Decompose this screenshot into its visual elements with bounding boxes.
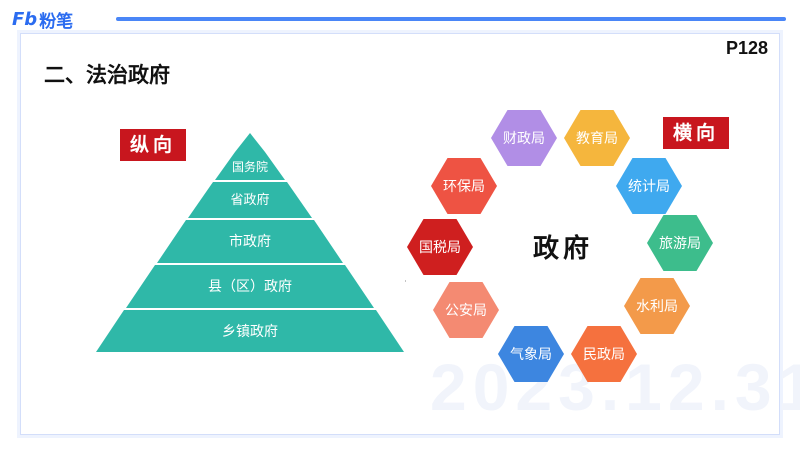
pyramid-level-5-block — [96, 310, 404, 352]
department-label: 民政局 — [583, 347, 625, 363]
department-label: 环保局 — [443, 179, 485, 195]
department-label: 旅游局 — [659, 236, 701, 252]
department-label: 教育局 — [576, 131, 618, 147]
stray-mark: ˙ — [403, 280, 408, 291]
pyramid-level-5-label: 乡镇政府 — [222, 324, 278, 340]
department-label: 气象局 — [510, 347, 552, 363]
hexagon-1 — [491, 110, 557, 166]
department-label: 财政局 — [503, 131, 545, 147]
hexagon-2 — [564, 110, 630, 166]
hexagon-8 — [433, 282, 499, 338]
hexagon-9 — [407, 219, 473, 275]
pyramid-level-2-block — [188, 182, 312, 218]
department-label: 公安局 — [445, 303, 487, 319]
horizontal-tag: 横向 — [663, 117, 730, 149]
vertical-pyramid: 国务院 省政府 市政府 县（区）政府 乡镇政府 — [96, 133, 404, 352]
department-label: 国税局 — [419, 240, 461, 256]
pyramid-level-1-block — [215, 152, 285, 180]
vertical-tag: 纵向 — [120, 129, 187, 161]
pyramid-level-1-label: 国务院 — [232, 159, 268, 174]
department-label: 水利局 — [636, 299, 678, 315]
brand-logo: Fb 粉笔 — [12, 8, 74, 32]
hexagon-7 — [498, 326, 564, 382]
hexagon-10 — [431, 158, 497, 214]
pyramid-level-4-label: 县（区）政府 — [208, 279, 292, 295]
pyramid-level-2-label: 省政府 — [230, 193, 269, 208]
hexagon-4 — [647, 215, 713, 271]
center-label: 政府 — [533, 233, 593, 264]
pyramid-level-1-shape — [235, 133, 265, 152]
pyramid-level-3-label: 市政府 — [229, 233, 271, 250]
section-title: 二、法治政府 — [44, 63, 170, 87]
hexagon-3 — [616, 158, 682, 214]
pyramid-level-4-block — [126, 265, 374, 308]
pyramid-level-3-block — [157, 220, 343, 263]
department-label: 统计局 — [628, 179, 670, 195]
slide-frame — [20, 33, 780, 435]
header-divider — [116, 17, 786, 21]
brand-name: 粉笔 — [39, 11, 74, 32]
hexagon-6 — [571, 326, 637, 382]
hexagon-5 — [624, 278, 690, 334]
page-number: P128 — [725, 38, 768, 58]
brand-mark: Fb — [12, 8, 38, 30]
